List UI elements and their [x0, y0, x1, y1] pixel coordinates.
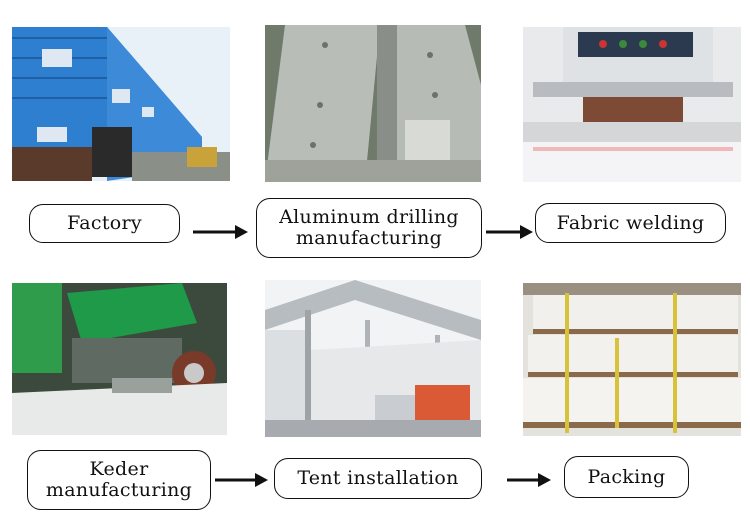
step-label-factory: Factory [29, 204, 180, 243]
step-label-fabric-welding: Fabric welding [535, 203, 726, 243]
keder-photo [12, 283, 227, 435]
step-label-packing: Packing [564, 456, 689, 498]
factory-photo [12, 27, 230, 181]
step-label-tent-installation: Tent installation [274, 458, 482, 499]
arrow-right-icon [193, 224, 248, 240]
packing-photo [523, 283, 741, 436]
step-label-keder: Keder manufacturing [27, 450, 211, 510]
step-label-aluminum-drilling: Aluminum drilling manufacturing [256, 198, 482, 258]
welding-photo [523, 27, 741, 182]
arrow-right-icon [215, 472, 268, 488]
tent-photo [265, 280, 481, 437]
aluminum-photo [265, 25, 481, 182]
arrow-right-icon [507, 472, 551, 488]
arrow-right-icon [486, 224, 533, 240]
